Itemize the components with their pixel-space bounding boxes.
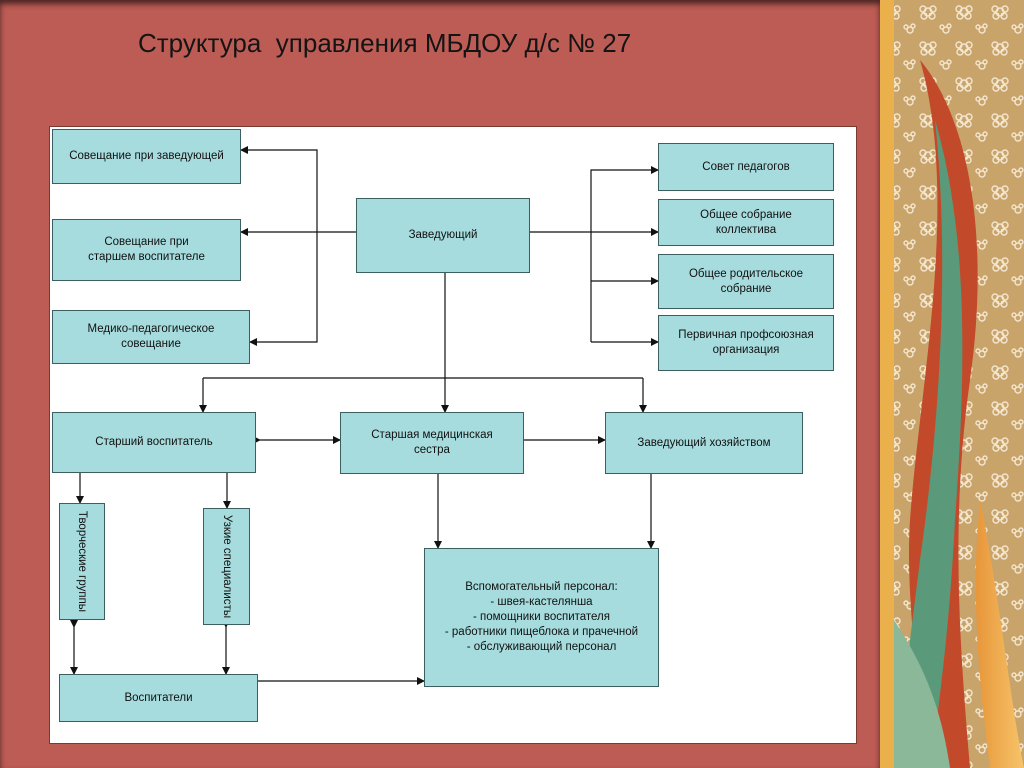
node-obshchee-sobranie: Общее собрание коллектива	[658, 199, 834, 246]
decorative-floral-border	[880, 0, 1024, 768]
node-starshiy-vospitatel: Старший воспитатель	[52, 412, 256, 473]
node-zaveduyushchiy-khozyaystvom: Заведующий хозяйством	[605, 412, 803, 474]
node-profsoyuznaya-organizatsiya: Первичная профсоюзная организация	[658, 315, 834, 371]
node-uzkie-spetsialisty: Узкие специалисты	[203, 508, 250, 625]
node-soveshchanie-pri-starshem-vospitatele: Совещание при старшем воспитателе	[52, 219, 241, 281]
node-tvorcheskie-gruppy: Творческие группы	[59, 503, 105, 620]
node-uzkie-spetsialisty-label: Узкие специалисты	[221, 514, 233, 619]
node-soveshchanie-pri-zaveduyushchey: Совещание при заведующей	[52, 129, 241, 184]
node-sovet-pedagogov: Совет педагогов	[658, 143, 834, 191]
node-tvorcheskie-gruppy-label: Творческие группы	[76, 510, 89, 613]
node-vspomogatelnyy-personal: Вспомогательный персонал: - швея-кастеля…	[424, 548, 659, 687]
node-zaveduyushchiy: Заведующий	[356, 198, 530, 273]
node-starshaya-medsestra: Старшая медицинская сестра	[340, 412, 524, 474]
slide-title: Структура управления МБДОУ д/с № 27	[138, 28, 632, 58]
node-mediko-pedagogicheskoe: Медико-педагогическое совещание	[52, 310, 250, 364]
node-vospitateli: Воспитатели	[59, 674, 258, 722]
node-roditelskoe-sobranie: Общее родительское собрание	[658, 254, 834, 309]
